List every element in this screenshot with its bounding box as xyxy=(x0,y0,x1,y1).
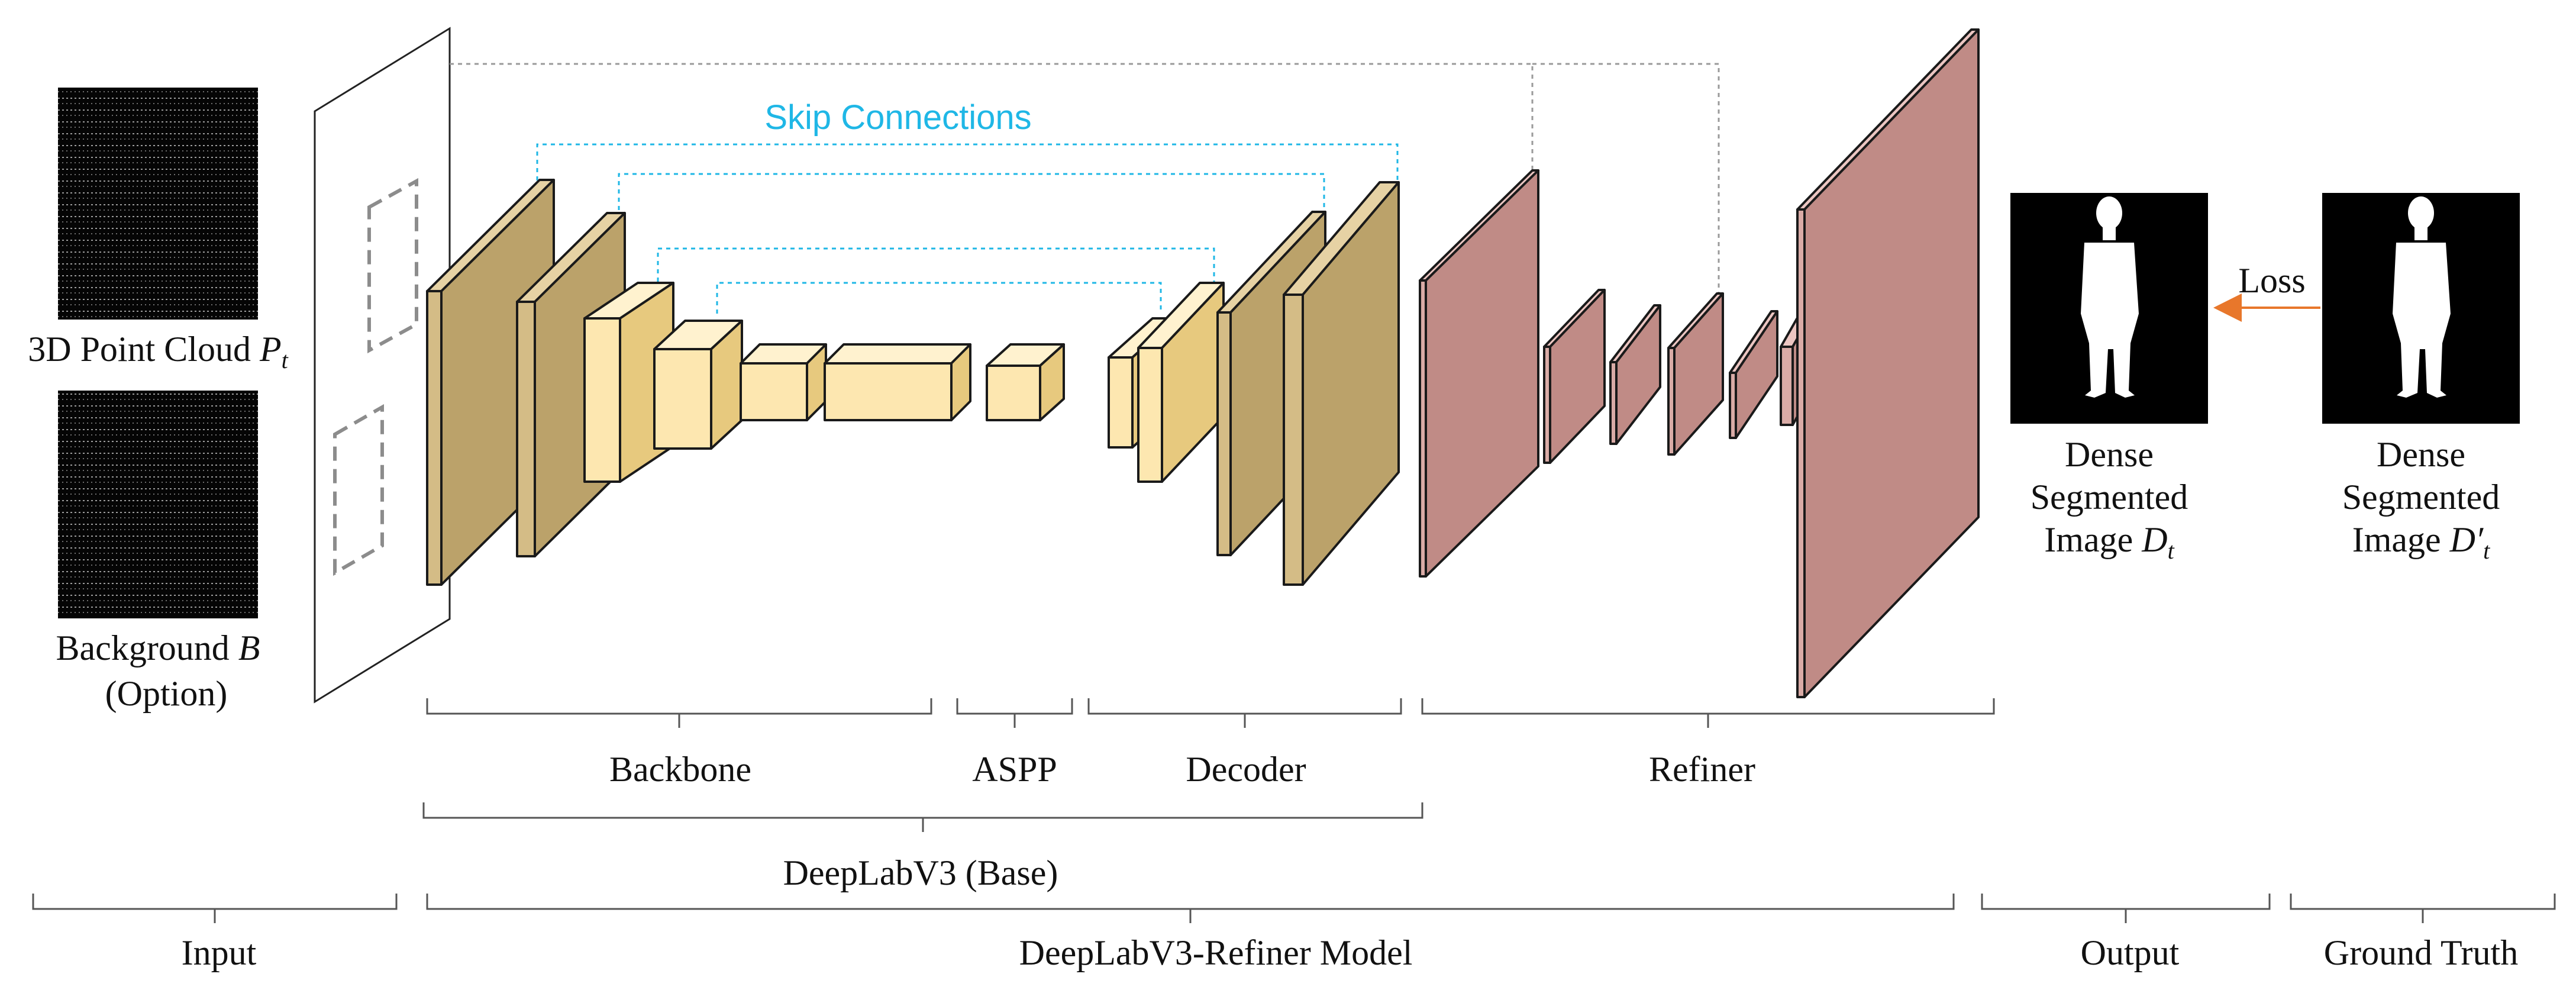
skip-connections: Skip Connections xyxy=(536,98,1399,314)
backbone-layer-3-front xyxy=(583,317,621,483)
point-cloud-label: 3D Point Cloud Pt xyxy=(28,330,288,373)
refiner-skip-lines xyxy=(450,63,1720,296)
output-silhouette xyxy=(2081,196,2139,398)
input-group: 3D Point Cloud Pt Background B (Option) xyxy=(28,88,289,713)
section-label-input: Input xyxy=(182,933,257,972)
background-image xyxy=(58,391,258,618)
refiner-output-layer-front xyxy=(1796,208,1806,698)
brace-model xyxy=(426,894,1955,923)
refiner-layer-5-side xyxy=(1735,310,1778,439)
backbone-layer-4-front xyxy=(653,348,712,450)
section-braces xyxy=(32,698,2556,923)
crop-window-lower xyxy=(333,404,384,576)
refiner-layer-1 xyxy=(1419,169,1539,578)
background-label: Background B xyxy=(56,628,260,667)
backbone-layer-6 xyxy=(824,343,971,421)
backbone-layer-6-top xyxy=(824,343,971,365)
section-label-aspp: ASPP xyxy=(972,750,1057,789)
section-label-model: DeepLabV3-Refiner Model xyxy=(1019,933,1413,972)
decoder-layer-4 xyxy=(1283,181,1400,586)
section-label-base: DeepLabV3 (Base) xyxy=(783,853,1058,892)
loss-label: Loss xyxy=(2238,261,2305,300)
refiner-layer-3 xyxy=(1609,304,1661,445)
ground-truth-group: Dense Segmented Image D′t xyxy=(2322,193,2520,564)
refiner-layer-4-front xyxy=(1667,347,1676,456)
brace-ground-truth xyxy=(2290,894,2556,923)
refiner-layer-5 xyxy=(1729,310,1778,439)
backbone-layer-5-front xyxy=(740,362,808,421)
crop-window-upper xyxy=(367,178,418,354)
brace-refiner xyxy=(1421,698,1995,728)
aspp-block-front xyxy=(986,365,1041,421)
brace-aspp xyxy=(956,698,1073,728)
brace-base xyxy=(422,802,1423,832)
skip-connection-1 xyxy=(536,143,1399,180)
network-blocks xyxy=(426,28,1980,698)
output-label-line1: Dense xyxy=(2065,435,2154,474)
point-cloud-image xyxy=(58,88,258,320)
skip-connection-4 xyxy=(716,282,1162,314)
refiner-layer-2 xyxy=(1543,289,1606,464)
skip-connection-3 xyxy=(657,247,1215,282)
output-label-line2: Segmented xyxy=(2031,478,2188,517)
decoder-layer-2 xyxy=(1137,282,1225,483)
ground-truth-label-line2: Segmented xyxy=(2342,478,2500,517)
section-label-refiner: Refiner xyxy=(1649,750,1755,789)
skip-connections-label: Skip Connections xyxy=(764,98,1031,137)
skip-connection-2 xyxy=(618,173,1325,210)
refiner-layer-2-front xyxy=(1543,346,1551,464)
section-labels: Backbone ASPP Decoder Refiner DeepLabV3 … xyxy=(182,750,2519,972)
output-label-line3: Image Dt xyxy=(2044,520,2174,564)
section-label-decoder: Decoder xyxy=(1186,750,1306,789)
refiner-layer-1-front xyxy=(1419,279,1427,578)
refiner-output-layer-side xyxy=(1803,28,1980,698)
refiner-layer-6-front xyxy=(1780,346,1794,426)
backbone-layer-4 xyxy=(653,320,743,450)
refiner-output-layer xyxy=(1796,28,1980,698)
loss-group: Loss xyxy=(2213,261,2320,322)
backbone-layer-2-front xyxy=(516,301,536,557)
brace-output xyxy=(1981,894,2271,923)
ground-truth-silhouette xyxy=(2393,196,2451,398)
decoder-layer-2-front xyxy=(1137,347,1163,483)
backbone-layer-5 xyxy=(740,343,827,421)
decoder-layer-3-front xyxy=(1216,311,1232,556)
brace-input xyxy=(32,894,398,923)
output-group: Dense Segmented Image Dt xyxy=(2010,193,2208,564)
refiner-layer-4 xyxy=(1667,292,1724,456)
refiner-layer-5-front xyxy=(1729,372,1737,439)
section-label-backbone: Backbone xyxy=(609,750,751,789)
brace-backbone xyxy=(426,698,932,728)
input-plane xyxy=(314,27,451,704)
section-label-ground-truth: Ground Truth xyxy=(2324,933,2518,972)
background-option-label: (Option) xyxy=(105,674,228,713)
backbone-layer-6-front xyxy=(824,362,953,421)
backbone-layer-1-front xyxy=(426,290,443,586)
ground-truth-label-line1: Dense xyxy=(2377,435,2465,474)
decoder-layer-4-front xyxy=(1283,294,1304,586)
ground-truth-label-line3: Image D′t xyxy=(2352,520,2490,564)
section-label-output: Output xyxy=(2081,933,2180,972)
refiner-layer-3-front xyxy=(1609,361,1618,445)
aspp-block xyxy=(986,343,1065,421)
brace-decoder xyxy=(1087,698,1402,728)
decoder-layer-1-front xyxy=(1108,356,1134,449)
refiner-layer-1-side xyxy=(1425,169,1539,578)
